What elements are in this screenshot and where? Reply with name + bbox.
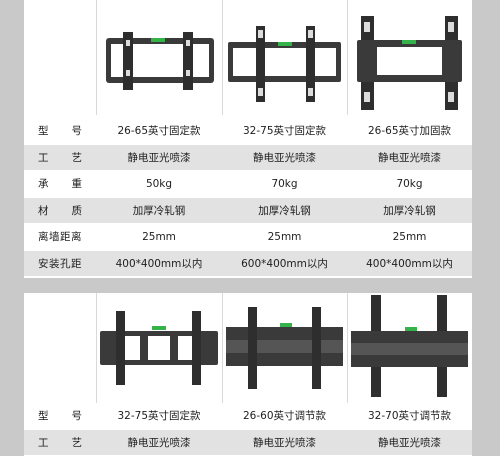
tv-wall-mount-wide-icon bbox=[228, 26, 341, 102]
column-divider bbox=[222, 293, 223, 403]
row-header-char: 承 bbox=[38, 178, 49, 190]
product-image-fixed-32-75-b bbox=[96, 293, 222, 403]
row-header-char: 材 bbox=[38, 204, 49, 217]
table-cell: 静电亚光喷漆 bbox=[253, 151, 316, 164]
table-row: 工艺静电亚光喷漆静电亚光喷漆静电亚光喷漆 bbox=[24, 144, 472, 170]
column-divider bbox=[347, 293, 348, 403]
table-row: 离墙距离 25mm 25mm 25mm bbox=[24, 224, 472, 249]
row-header-label: 材质 bbox=[38, 203, 82, 218]
row-header-char: 号 bbox=[71, 410, 83, 422]
column-divider bbox=[96, 293, 97, 403]
tv-wall-mount-reinforced-icon bbox=[357, 16, 462, 110]
table-cell: 加厚冷轧钢 bbox=[383, 204, 436, 217]
row-header: 型号 bbox=[24, 403, 96, 428]
table-cell: 32-70英寸调节款 bbox=[367, 410, 451, 422]
table-cell: 静电亚光喷漆 bbox=[127, 436, 191, 449]
row-header-char: 质 bbox=[71, 204, 83, 217]
product-image-fixed-26-65 bbox=[96, 0, 222, 115]
table-cell: 70kg bbox=[271, 177, 298, 190]
tv-wall-mount-fixed-icon bbox=[100, 311, 218, 385]
table-cell: 400*400mm以内 bbox=[366, 257, 453, 270]
table-cell: 静电亚光喷漆 bbox=[378, 436, 441, 449]
row-header: 工艺 bbox=[24, 145, 96, 170]
table-cell: 70kg bbox=[396, 177, 423, 190]
product-image-adjustable-32-70 bbox=[347, 293, 472, 403]
product-image-fixed-32-75 bbox=[222, 0, 347, 115]
table-cell: 32-75英寸固定款 bbox=[242, 125, 326, 137]
table-cell: 400*400mm以内 bbox=[115, 257, 203, 270]
table-cell: 加厚冷轧钢 bbox=[258, 204, 311, 217]
tv-wall-mount-fixed-icon bbox=[106, 32, 214, 90]
row-header-label: 承重 bbox=[38, 176, 82, 191]
row-header-label: 型号 bbox=[38, 123, 82, 138]
row-header: 承重 bbox=[24, 171, 96, 196]
row-header-char: 型 bbox=[38, 410, 49, 422]
row-header-char: 艺 bbox=[71, 436, 83, 449]
table-cell: 26-65英寸固定款 bbox=[117, 125, 201, 137]
row-header: 材质 bbox=[24, 198, 96, 223]
table-cell: 50kg bbox=[145, 177, 173, 190]
row-header-char: 艺 bbox=[71, 151, 83, 164]
table-cell: 26-60英寸调节款 bbox=[242, 410, 326, 422]
table-row: 材质加厚冷轧钢加厚冷轧钢加厚冷轧钢 bbox=[24, 197, 472, 223]
row-header-label: 工艺 bbox=[38, 150, 82, 165]
table-cell: 静电亚光喷漆 bbox=[378, 151, 441, 164]
table-cell: 32-75英寸固定款 bbox=[117, 410, 201, 422]
row-header-char: 工 bbox=[38, 151, 49, 164]
row-header: 型号 bbox=[24, 118, 96, 143]
table-cell: 静电亚光喷漆 bbox=[127, 151, 191, 164]
row-header-char: 离墙距离 bbox=[38, 231, 82, 243]
row-header-char: 安装孔距 bbox=[38, 257, 82, 270]
table-cell: 25mm bbox=[392, 230, 427, 243]
row-header-label: 工艺 bbox=[38, 435, 82, 450]
row-header-label: 离墙距离 bbox=[38, 229, 82, 244]
tv-wall-mount-adjustable-icon bbox=[351, 295, 468, 397]
column-divider bbox=[222, 0, 223, 115]
table-cell: 加厚冷轧钢 bbox=[132, 204, 186, 217]
table-cell: 600*400mm以内 bbox=[241, 257, 328, 270]
row-header: 安装孔距 bbox=[24, 251, 96, 276]
product-image-reinforced-26-65 bbox=[347, 0, 472, 115]
row-header-label: 型号 bbox=[38, 408, 82, 423]
table-row: 安装孔距 400*400mm以内 600*400mm以内 400*400mm以内 bbox=[24, 250, 472, 276]
row-header: 离墙距离 bbox=[24, 224, 96, 249]
row-header: 工艺 bbox=[24, 430, 96, 455]
table-cell: 25mm bbox=[267, 230, 302, 243]
column-divider bbox=[347, 0, 348, 115]
row-header-char: 重 bbox=[71, 178, 83, 190]
table-cell: 静电亚光喷漆 bbox=[253, 436, 316, 449]
table-cell: 25mm bbox=[142, 230, 176, 243]
row-header-label: 安装孔距 bbox=[38, 256, 82, 271]
row-header-char: 型 bbox=[38, 125, 49, 137]
row-header-char: 号 bbox=[71, 125, 83, 137]
table-row: 工艺静电亚光喷漆静电亚光喷漆静电亚光喷漆 bbox=[24, 429, 472, 455]
tv-wall-mount-adjustable-icon bbox=[226, 307, 343, 389]
table-cell: 26-65英寸加固款 bbox=[367, 125, 451, 137]
column-divider bbox=[96, 0, 97, 115]
product-image-adjustable-26-60 bbox=[222, 293, 347, 403]
row-header-char: 工 bbox=[38, 436, 49, 449]
